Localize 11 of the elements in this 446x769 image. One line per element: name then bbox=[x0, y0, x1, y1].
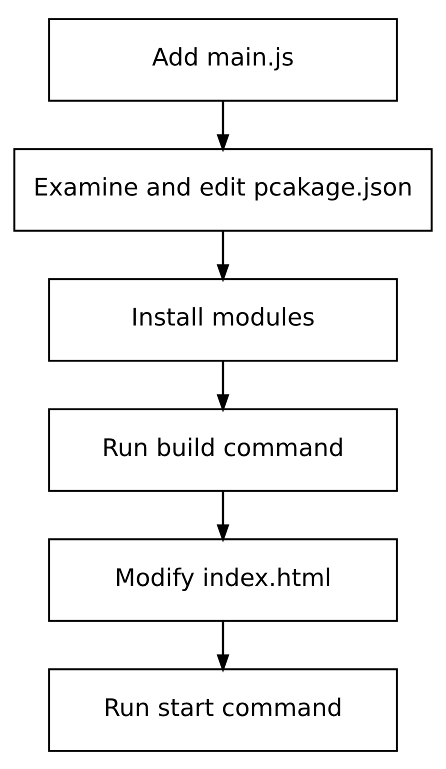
arrow bbox=[216, 100, 230, 152]
node-box: Run start command bbox=[48, 668, 398, 752]
arrow bbox=[216, 620, 230, 672]
node-box: Add main.js bbox=[48, 18, 398, 102]
arrow bbox=[216, 360, 230, 412]
arrow bbox=[216, 230, 230, 282]
node-box: Examine and edit pcakage.json bbox=[13, 148, 433, 232]
node-box: Modify index.html bbox=[48, 538, 398, 622]
arrow bbox=[216, 490, 230, 542]
node-box: Install modules bbox=[48, 278, 398, 362]
node-box: Run build command bbox=[48, 408, 398, 492]
